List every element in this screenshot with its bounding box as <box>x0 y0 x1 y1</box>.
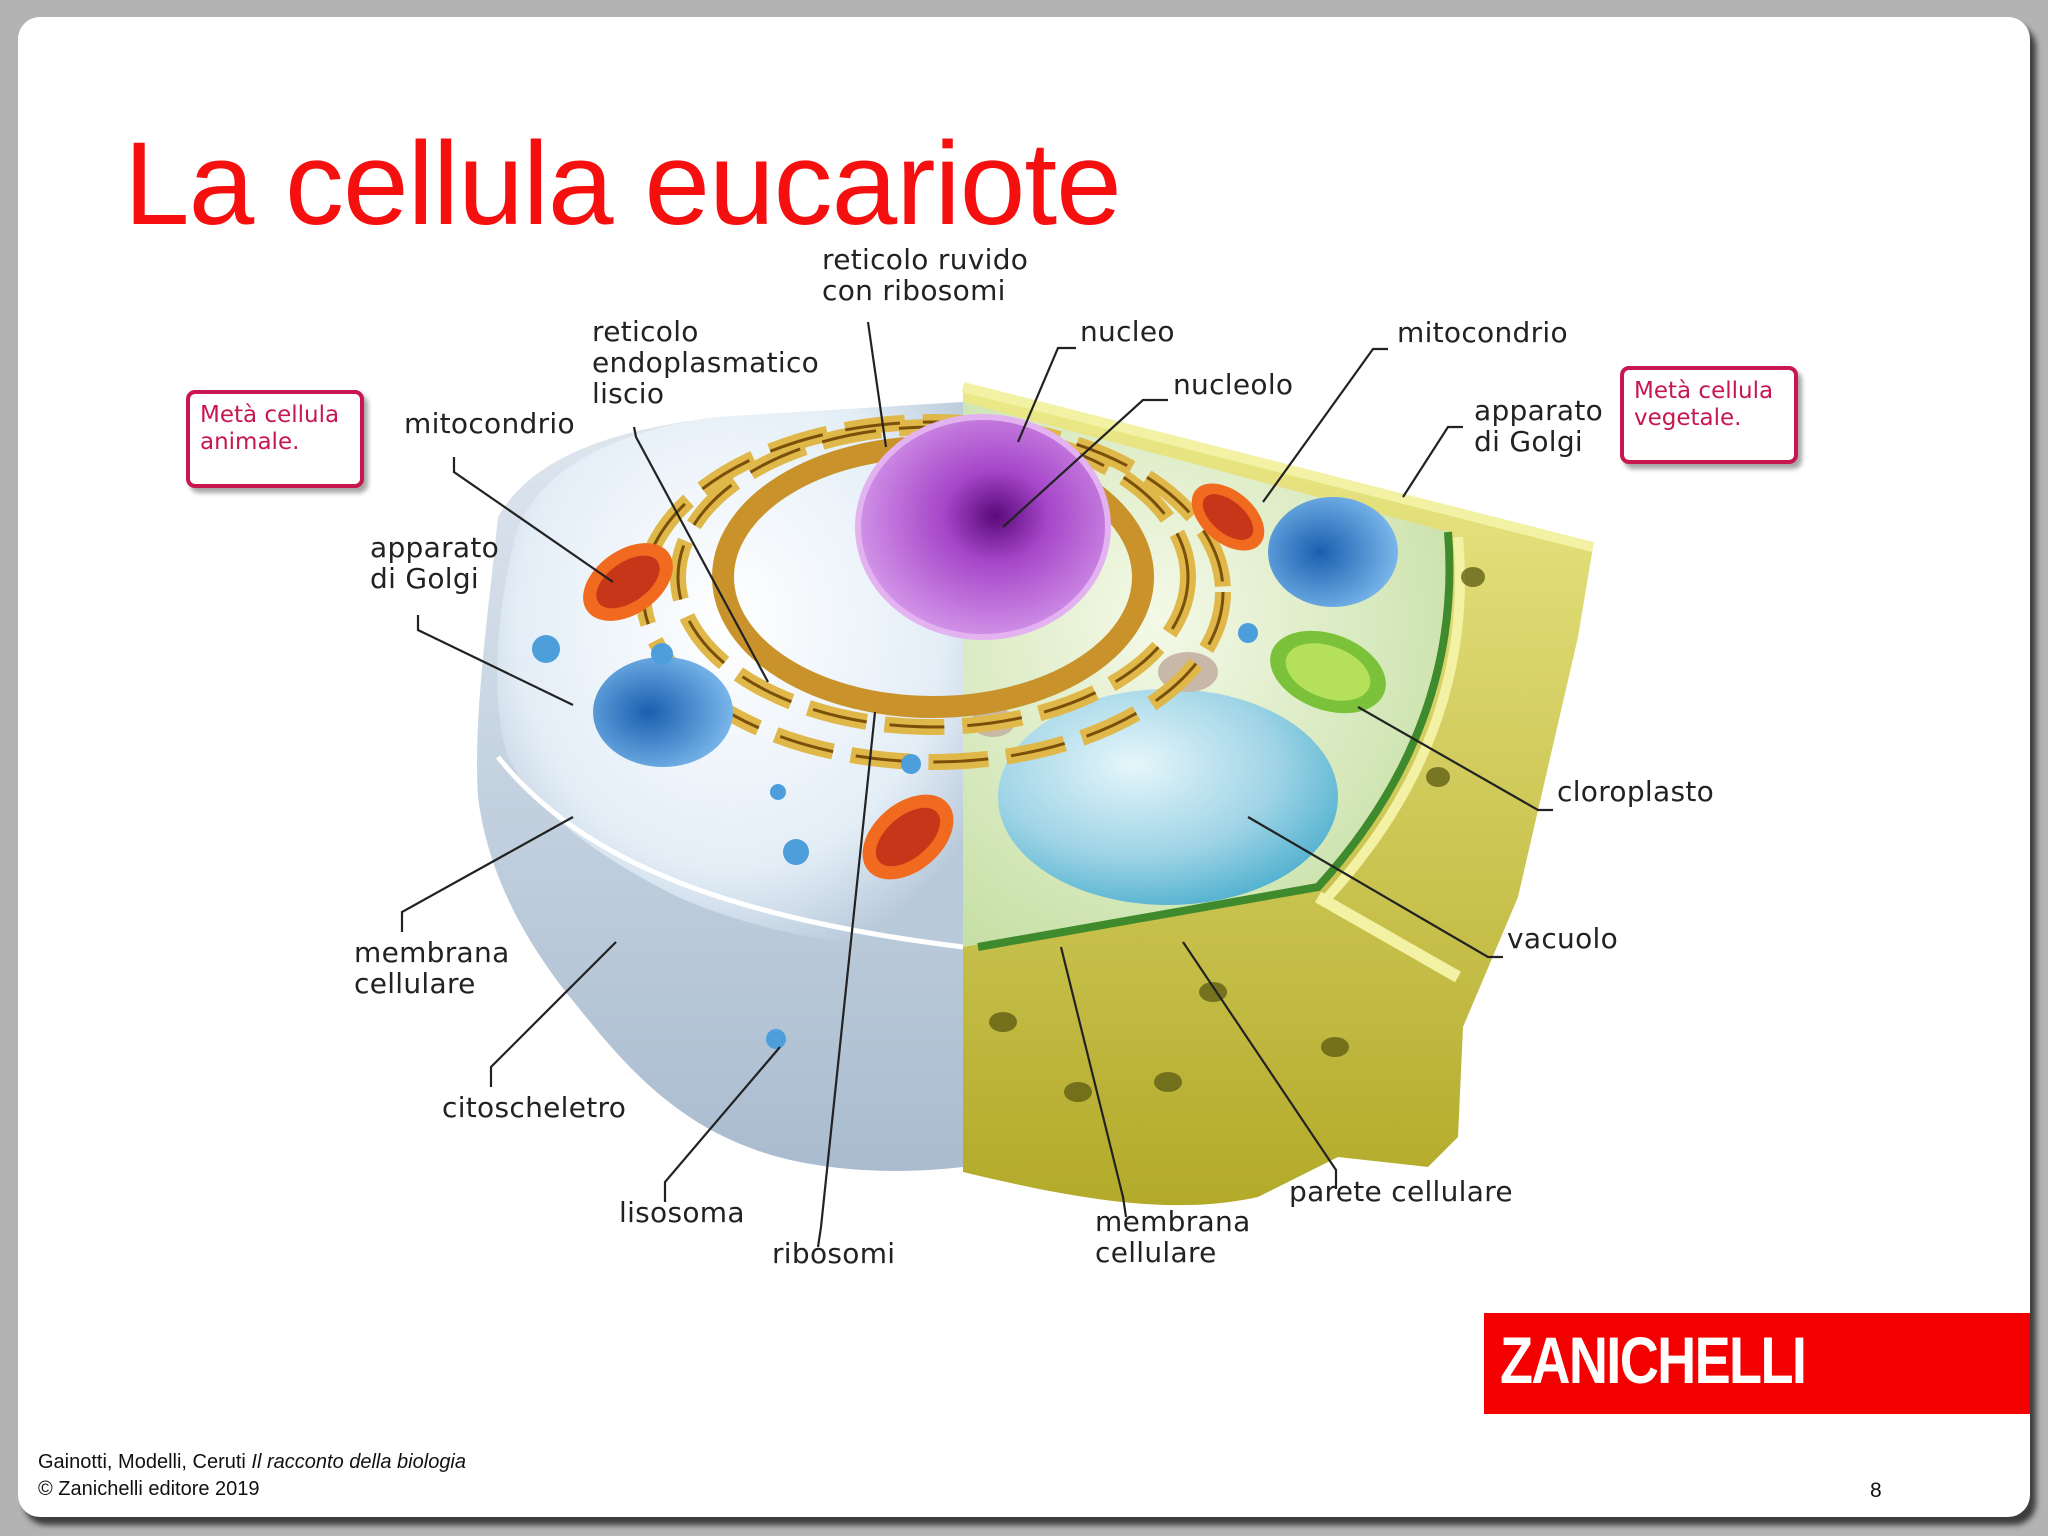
label-golgi-left-line1: apparato <box>370 531 500 564</box>
label-vacuole: vacuolo <box>1507 922 1619 955</box>
label-smooth-er-line2: endoplasmatico <box>592 346 820 379</box>
page-title: La cellula eucariote <box>124 118 1122 250</box>
slide: La cellula eucariote <box>18 17 2030 1517</box>
label-smooth-er: reticolo endoplasmatico liscio <box>592 316 819 409</box>
label-cell-membrane-right-line1: membrana <box>1095 1205 1251 1238</box>
label-cell-wall: parete cellulare <box>1289 1175 1513 1208</box>
callout-animal-line1: Metà cellula <box>200 402 340 428</box>
zanichelli-logo: ZANICHELLI <box>1484 1313 2030 1414</box>
label-mitochondrion-right: mitocondrio <box>1397 316 1568 349</box>
label-cell-membrane-right-line2: cellulare <box>1095 1236 1217 1269</box>
label-lysosome: lisosoma <box>619 1196 745 1229</box>
callout-plant-line2: vegetale. <box>1634 405 1742 431</box>
label-golgi-right-line2: di Golgi <box>1474 425 1584 458</box>
label-cell-membrane-left: membrana cellulare <box>354 937 510 999</box>
label-ribosomes: ribosomi <box>772 1237 896 1270</box>
credits-copyright: © Zanichelli editore 2019 <box>38 1478 260 1500</box>
label-smooth-er-line3: liscio <box>592 377 665 410</box>
label-cell-membrane-right: membrana cellulare <box>1095 1206 1251 1268</box>
label-cytoskeleton: citoscheletro <box>442 1091 627 1124</box>
callout-plant-line1: Metà cellula <box>1634 378 1774 404</box>
label-rough-er: reticolo ruvido con ribosomi <box>822 244 1028 306</box>
label-golgi-left: apparato di Golgi <box>370 532 499 594</box>
label-nucleolus: nucleolo <box>1173 368 1294 401</box>
label-golgi-right-line1: apparato <box>1474 394 1604 427</box>
label-golgi-right: apparato di Golgi <box>1474 395 1603 457</box>
label-cell-membrane-left-line2: cellulare <box>354 967 476 1000</box>
label-chloroplast: cloroplasto <box>1557 775 1715 808</box>
label-cell-membrane-left-line1: membrana <box>354 936 510 969</box>
page-number: 8 <box>1870 1479 1882 1502</box>
label-rough-er-line1: reticolo ruvido <box>822 243 1029 276</box>
callout-plant-half: Metà cellula vegetale. <box>1620 366 1798 464</box>
credits-line1: Gainotti, Modelli, Ceruti Il racconto de… <box>38 1449 466 1476</box>
label-mitochondrion-left: mitocondrio <box>404 407 575 440</box>
credits: Gainotti, Modelli, Ceruti Il racconto de… <box>38 1449 466 1503</box>
zanichelli-logo-text: ZANICHELLI <box>1500 1323 1807 1397</box>
credits-authors: Gainotti, Modelli, Ceruti <box>38 1451 252 1473</box>
label-golgi-left-line2: di Golgi <box>370 562 480 595</box>
callout-animal-half: Metà cellula animale. <box>186 390 364 488</box>
label-smooth-er-line1: reticolo <box>592 315 699 348</box>
cell-diagram-illustration <box>400 321 1595 1248</box>
label-rough-er-line2: con ribosomi <box>822 274 1006 307</box>
label-nucleus: nucleo <box>1080 315 1175 348</box>
callout-animal-line2: animale. <box>200 429 300 455</box>
credits-book-title: Il racconto della biologia <box>251 1451 467 1473</box>
